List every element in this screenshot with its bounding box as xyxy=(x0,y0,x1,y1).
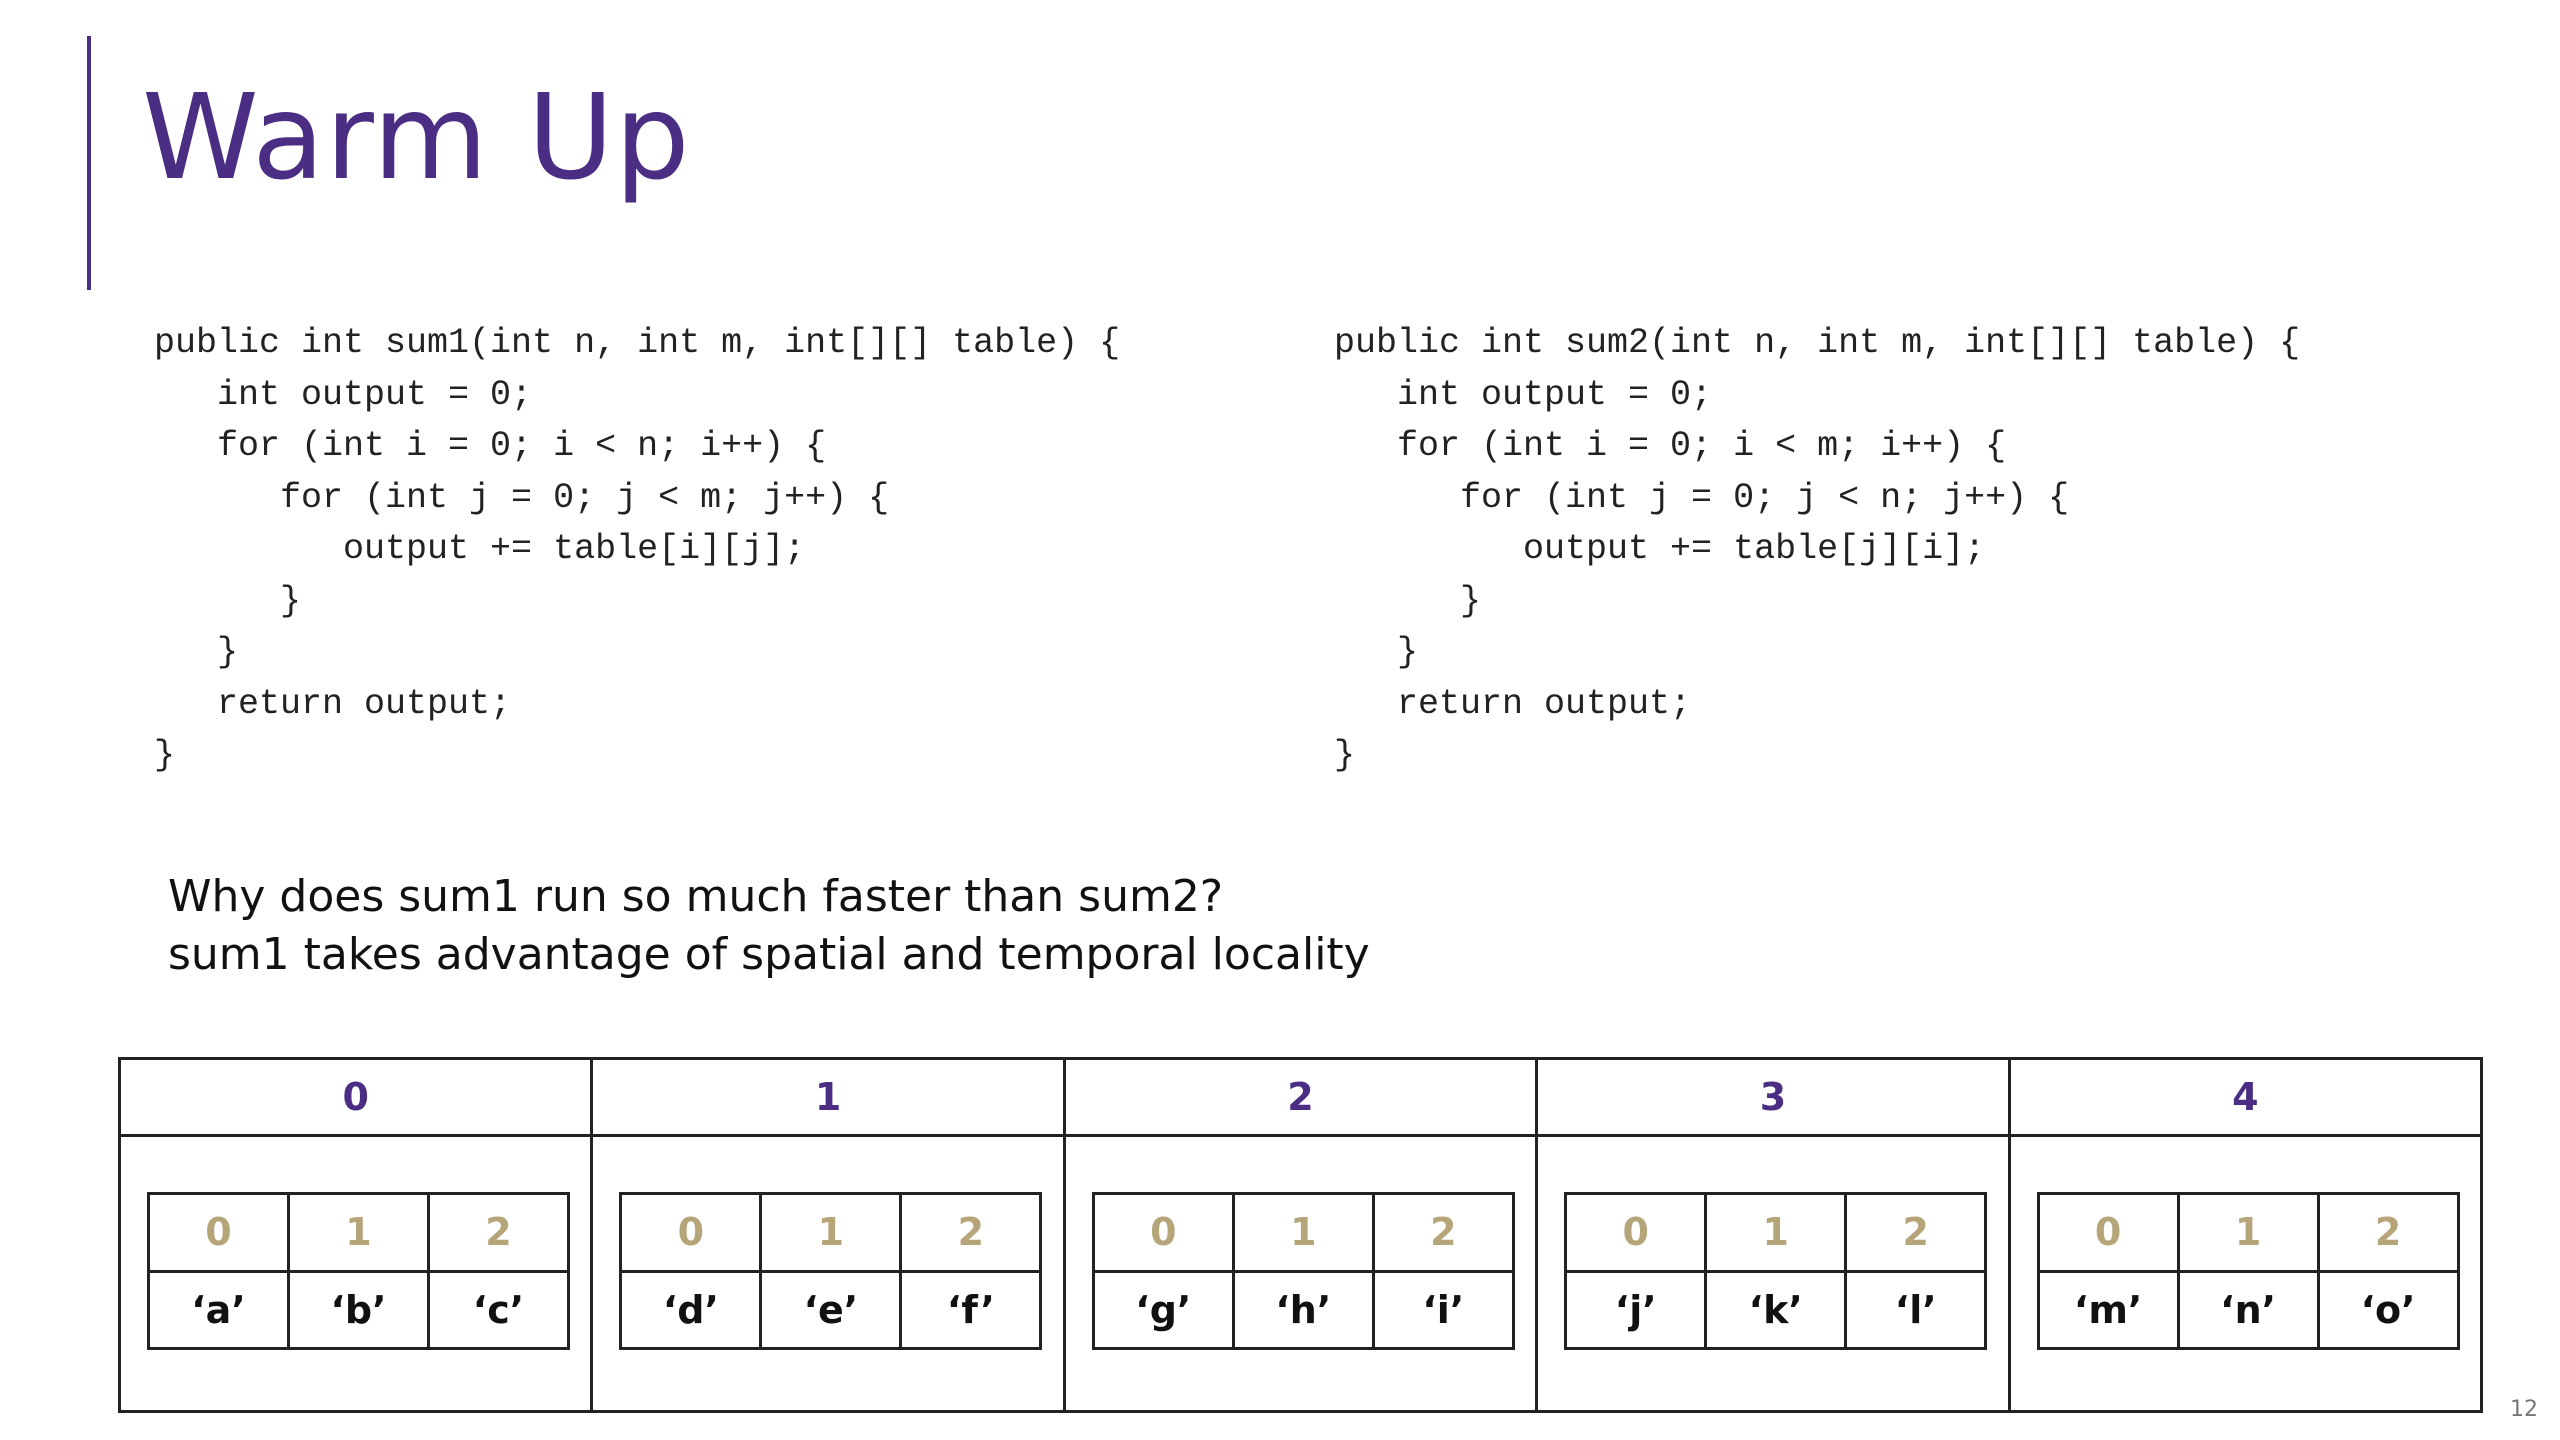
code-block-sum2: public int sum2(int n, int m, int[][] ta… xyxy=(1334,318,2300,782)
code-line: return output; xyxy=(154,683,512,724)
inner-index: 0 xyxy=(205,1210,232,1255)
outer-index: 1 xyxy=(593,1060,1063,1137)
outer-index: 2 xyxy=(1065,1060,1536,1137)
inner-index: 1 xyxy=(759,1195,899,1270)
question-line: Why does sum1 run so much faster than su… xyxy=(168,871,1224,922)
inner-index-row: 0 1 2 xyxy=(2040,1195,2457,1270)
inner-array: 0 1 2 ‘j’ ‘k’ ‘l’ xyxy=(1564,1192,1988,1350)
code-line: } xyxy=(154,580,302,621)
inner-value: ‘f’ xyxy=(899,1272,1039,1347)
inner-index: 0 xyxy=(677,1210,705,1255)
code-line: output += table[j][i]; xyxy=(1334,529,1986,569)
inner-value: ‘l’ xyxy=(1844,1272,1984,1347)
inner-index: 0 xyxy=(1622,1210,1649,1255)
inner-value: ‘o’ xyxy=(2316,1272,2457,1347)
inner-index-row: 0 1 2 xyxy=(1567,1195,1984,1270)
code-block-sum1: public int sum1(int n, int m, int[][] ta… xyxy=(154,318,1120,782)
inner-value: ‘n’ xyxy=(2176,1272,2317,1347)
inner-array: 0 1 2 ‘g’ ‘h’ ‘i’ xyxy=(1091,1192,1515,1350)
inner-index: 0 xyxy=(1150,1210,1177,1255)
code-line: for (int j = 0; j < n; j++) { xyxy=(1334,477,2070,518)
code-line: } xyxy=(1334,632,1419,672)
outer-column-1: 1 0 1 2 ‘d’ ‘e’ ‘f’ xyxy=(590,1060,1063,1410)
inner-value: ‘j’ xyxy=(1614,1287,1657,1332)
inner-value: ‘c’ xyxy=(427,1272,567,1347)
inner-value-row: ‘m’ ‘n’ ‘o’ xyxy=(2039,1269,2457,1347)
code-line: int output = 0; xyxy=(1334,374,1713,415)
inner-value-row: ‘g’ ‘h’ ‘i’ xyxy=(1094,1269,1512,1347)
inner-array: 0 1 2 ‘d’ ‘e’ ‘f’ xyxy=(619,1192,1043,1350)
inner-index: 1 xyxy=(1231,1195,1372,1270)
code-line: int output = 0; xyxy=(154,374,533,415)
page-number: 12 xyxy=(2510,1397,2538,1422)
inner-index: 2 xyxy=(1844,1195,1984,1270)
inner-value-row: ‘a’ ‘b’ ‘c’ xyxy=(150,1269,567,1347)
inner-value: ‘m’ xyxy=(2073,1287,2143,1332)
inner-array: 0 1 2 ‘a’ ‘b’ ‘c’ xyxy=(147,1192,570,1350)
outer-column-3: 3 0 1 2 ‘j’ ‘k’ ‘l’ xyxy=(1535,1060,2008,1410)
outer-index: 4 xyxy=(2010,1060,2481,1137)
slide-title: Warm Up xyxy=(142,68,691,206)
outer-index: 0 xyxy=(121,1060,591,1137)
code-line: return output; xyxy=(1334,683,1692,724)
outer-cell: 0 1 2 ‘a’ ‘b’ ‘c’ xyxy=(121,1137,590,1410)
code-line: } xyxy=(1334,580,1482,621)
inner-value: ‘k’ xyxy=(1704,1272,1844,1347)
inner-value: ‘g’ xyxy=(1135,1287,1192,1332)
code-line: } xyxy=(154,632,239,672)
inner-index: 2 xyxy=(2316,1195,2457,1270)
inner-index: 2 xyxy=(427,1195,567,1270)
memory-table: 0 0 1 2 ‘a’ ‘b’ ‘c’ 1 0 1 xyxy=(118,1057,2483,1413)
outer-column-4: 4 0 1 2 ‘m’ ‘n’ ‘o’ xyxy=(2007,1060,2481,1410)
code-line: public int sum2(int n, int m, int[][] ta… xyxy=(1334,323,2301,363)
inner-value: ‘a’ xyxy=(191,1287,246,1332)
inner-value: ‘d’ xyxy=(662,1287,719,1332)
inner-index: 2 xyxy=(899,1195,1039,1270)
outer-cell: 0 1 2 ‘m’ ‘n’ ‘o’ xyxy=(2011,1137,2480,1410)
inner-index-row: 0 1 2 xyxy=(1095,1195,1512,1270)
code-line: for (int j = 0; j < m; j++) { xyxy=(154,477,890,518)
answer-line: sum1 takes advantage of spatial and temp… xyxy=(168,929,1370,980)
inner-index: 2 xyxy=(1371,1195,1512,1270)
inner-value: ‘b’ xyxy=(287,1272,427,1347)
outer-index: 3 xyxy=(1538,1060,2008,1137)
inner-value-row: ‘j’ ‘k’ ‘l’ xyxy=(1567,1269,1985,1347)
inner-index: 0 xyxy=(2094,1210,2122,1255)
code-line: for (int i = 0; i < n; i++) { xyxy=(154,426,827,466)
code-line: } xyxy=(1334,735,1356,775)
inner-index-row: 0 1 2 xyxy=(622,1195,1039,1270)
inner-value: ‘e’ xyxy=(759,1272,899,1347)
code-line: } xyxy=(154,735,176,775)
outer-cell: 0 1 2 ‘d’ ‘e’ ‘f’ xyxy=(593,1137,1062,1410)
outer-cell: 0 1 2 ‘g’ ‘h’ ‘i’ xyxy=(1066,1137,1535,1410)
question-text: Why does sum1 run so much faster than su… xyxy=(168,868,1370,984)
inner-index: 1 xyxy=(2176,1195,2317,1270)
outer-cell: 0 1 2 ‘j’ ‘k’ ‘l’ xyxy=(1538,1137,2007,1410)
title-accent-bar xyxy=(87,36,91,290)
inner-value-row: ‘d’ ‘e’ ‘f’ xyxy=(622,1269,1040,1347)
code-line: for (int i = 0; i < m; i++) { xyxy=(1334,426,2007,466)
outer-column-0: 0 0 1 2 ‘a’ ‘b’ ‘c’ xyxy=(121,1060,591,1410)
inner-index: 1 xyxy=(287,1195,427,1270)
code-line: public int sum1(int n, int m, int[][] ta… xyxy=(154,323,1121,363)
inner-index: 1 xyxy=(1704,1195,1844,1270)
inner-index-row: 0 1 2 xyxy=(150,1195,567,1270)
code-line: output += table[i][j]; xyxy=(154,529,806,569)
inner-array: 0 1 2 ‘m’ ‘n’ ‘o’ xyxy=(2036,1192,2460,1350)
outer-column-2: 2 0 1 2 ‘g’ ‘h’ ‘i’ xyxy=(1062,1060,1536,1410)
inner-value: ‘h’ xyxy=(1231,1272,1372,1347)
inner-value: ‘i’ xyxy=(1371,1272,1512,1347)
